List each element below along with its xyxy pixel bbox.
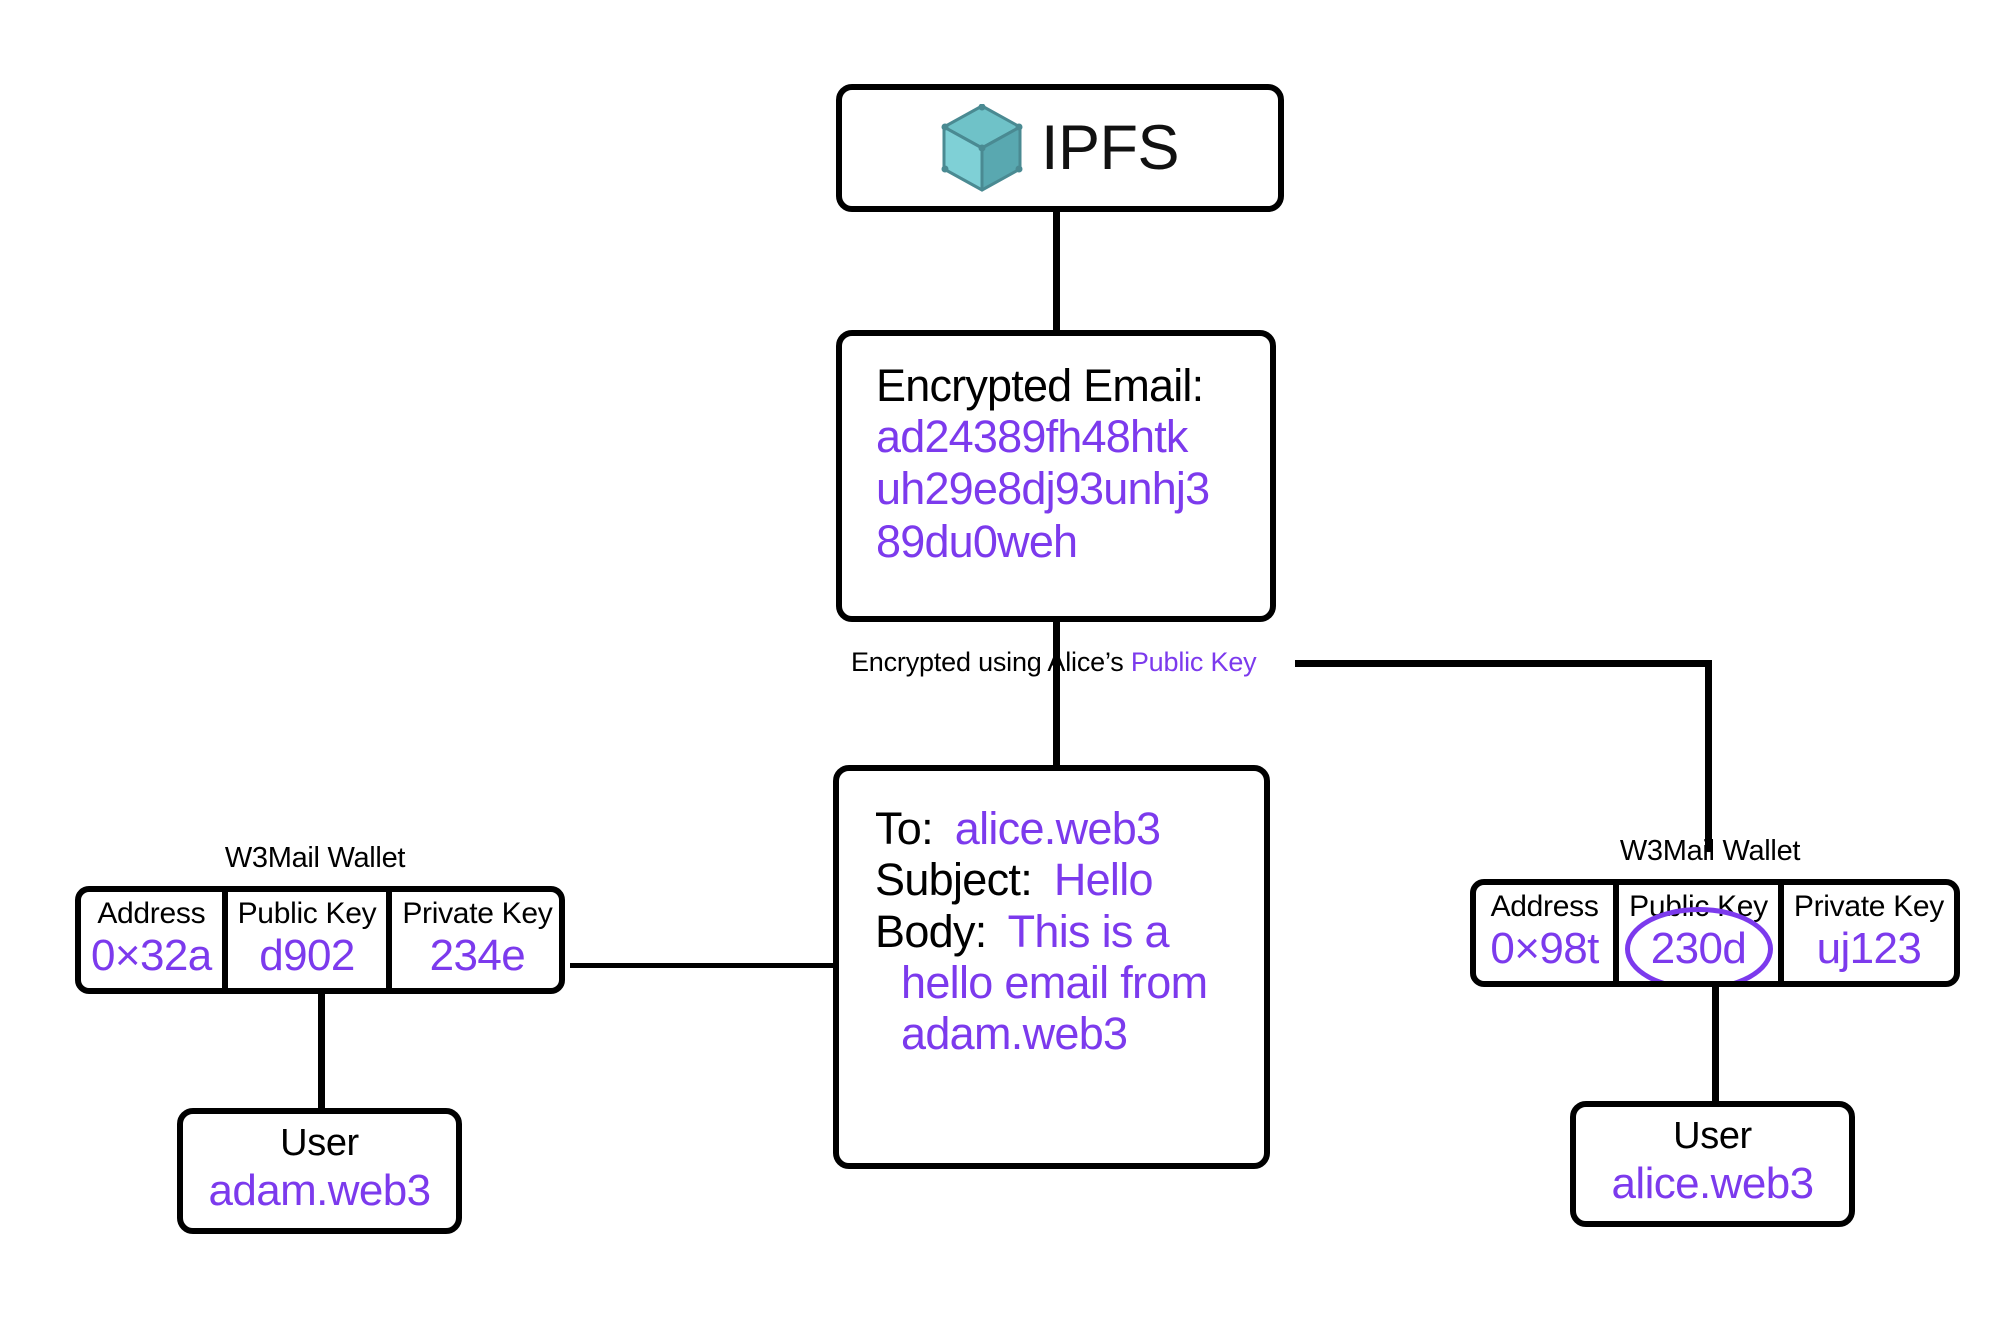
- wallet-right-table[interactable]: Address 0×98t Public Key 230d Private Ke…: [1470, 879, 1960, 987]
- wallet-right-head-public-key: Public Key: [1629, 889, 1768, 923]
- wallet-right-head-private-key: Private Key: [1793, 889, 1944, 923]
- ciphertext-line-2: uh29e8dj93unhj3: [876, 463, 1210, 515]
- user-right-name: alice.web3: [1611, 1158, 1815, 1208]
- ipfs-label: IPFS: [1040, 112, 1180, 183]
- encryption-note: Encrypted using Alice’s Public Key: [851, 647, 1257, 678]
- wallet-left-value-private-key: 234e: [429, 930, 526, 980]
- encryption-note-highlight: Public Key: [1130, 647, 1257, 677]
- wallet-left-cell-public-key[interactable]: Public Key d902: [228, 892, 393, 988]
- user-right-head: User: [1673, 1114, 1752, 1157]
- user-left-head: User: [280, 1121, 359, 1164]
- wallet-right-cell-private-key[interactable]: Private Key uj123: [1784, 885, 1954, 981]
- connector-left-wallet-to-user: [318, 994, 325, 1112]
- wallet-right-value-address: 0×98t: [1490, 923, 1599, 973]
- connector-left-wallet-to-email: [570, 963, 835, 968]
- user-node-adam[interactable]: User adam.web3: [177, 1108, 462, 1234]
- email-to-value: alice.web3: [954, 803, 1161, 854]
- ipfs-cube-icon: [941, 104, 1023, 192]
- connector-publickey-horizontal: [1295, 660, 1712, 667]
- wallet-left-caption: W3Mail Wallet: [224, 842, 406, 874]
- email-compose-node[interactable]: To: alice.web3 Subject: Hello Body: This…: [833, 765, 1270, 1169]
- email-subject-value: Hello: [1053, 854, 1154, 906]
- wallet-left-head-address: Address: [97, 896, 206, 930]
- email-body-line-3: adam.web3: [901, 1008, 1128, 1060]
- wallet-right-value-public-key: 230d: [1650, 923, 1747, 973]
- encryption-note-prefix: Encrypted using Alice’s: [851, 647, 1131, 677]
- encrypted-email-node[interactable]: Encrypted Email: ad24389fh48htk uh29e8dj…: [836, 330, 1276, 622]
- wallet-right-value-private-key: uj123: [1816, 923, 1922, 973]
- wallet-left-cell-address[interactable]: Address 0×32a: [81, 892, 228, 988]
- email-to-label: To:: [875, 803, 934, 854]
- connector-right-wallet-to-user: [1712, 987, 1719, 1105]
- connector-encrypted-to-email: [1053, 622, 1060, 765]
- email-subject-label: Subject:: [875, 854, 1033, 906]
- email-body-label: Body:: [875, 905, 987, 957]
- wallet-left-head-public-key: Public Key: [237, 896, 377, 930]
- email-body-line-2: hello email from: [901, 956, 1208, 1008]
- wallet-left-cell-private-key[interactable]: Private Key 234e: [392, 892, 559, 988]
- ciphertext-line-3: 89du0weh: [876, 515, 1078, 567]
- wallet-right-cell-public-key[interactable]: Public Key 230d: [1619, 885, 1784, 981]
- wallet-left-value-public-key: d902: [259, 930, 355, 980]
- wallet-left-head-private-key: Private Key: [402, 896, 553, 930]
- email-body-row: Body: This is a: [875, 906, 1264, 957]
- user-node-alice[interactable]: User alice.web3: [1570, 1101, 1855, 1227]
- connector-ipfs-to-encrypted: [1053, 212, 1060, 332]
- wallet-left-table[interactable]: Address 0×32a Public Key d902 Private Ke…: [75, 886, 565, 994]
- ipfs-node[interactable]: IPFS: [836, 84, 1284, 212]
- email-to-row: To: alice.web3: [875, 803, 1264, 854]
- connector-publickey-vertical: [1705, 660, 1712, 852]
- wallet-right-caption: W3Mail Wallet: [1619, 835, 1801, 867]
- wallet-right-head-address: Address: [1490, 889, 1599, 923]
- ciphertext-line-1: ad24389fh48htk: [876, 411, 1188, 463]
- encrypted-email-title: Encrypted Email:: [876, 360, 1204, 411]
- email-subject-row: Subject: Hello: [875, 854, 1264, 905]
- wallet-right-cell-address[interactable]: Address 0×98t: [1476, 885, 1620, 981]
- wallet-left-value-address: 0×32a: [91, 930, 212, 980]
- email-body-line-1: This is a: [1007, 905, 1170, 957]
- user-left-name: adam.web3: [208, 1165, 431, 1215]
